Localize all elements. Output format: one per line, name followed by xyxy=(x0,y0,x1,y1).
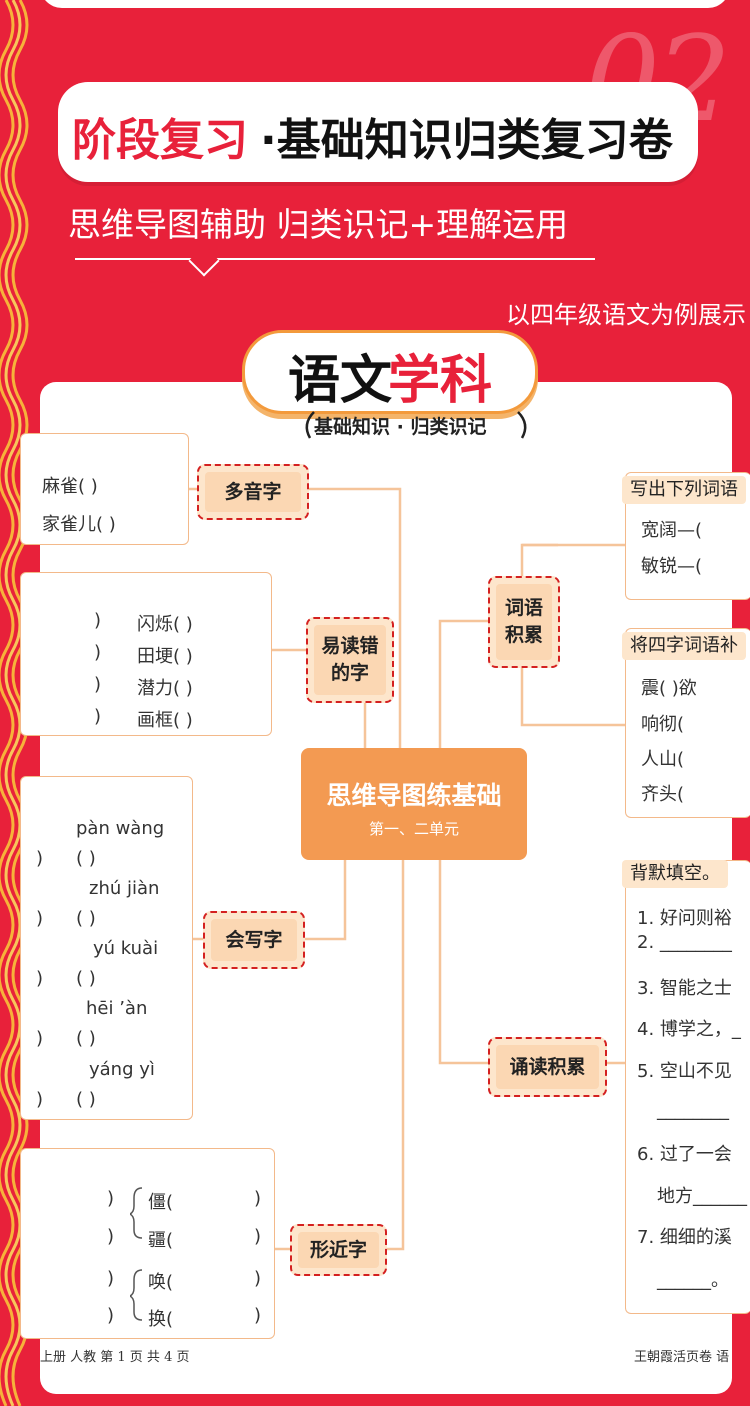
answer-blank: ( ) xyxy=(76,848,96,869)
brace-icon xyxy=(130,1187,143,1321)
node-recite: 诵读积累 xyxy=(488,1037,607,1097)
center-subtitle: 第一、二单元 xyxy=(368,820,459,838)
recite-item: 2. ________ xyxy=(637,932,732,953)
vocab-item: 敏锐—( xyxy=(641,556,703,577)
recite-item: 7. 细细的溪 xyxy=(637,1227,732,1248)
recite-item: 1. 好问则裕 xyxy=(637,908,732,929)
recite-item: 5. 空山不见 xyxy=(637,1061,732,1082)
misread-item: 画框( ) xyxy=(137,710,193,731)
pinyin: pàn wàng xyxy=(76,818,165,839)
pinyin: yú kuài xyxy=(93,938,159,959)
write-left: ) xyxy=(36,1028,44,1049)
similar-left: ) xyxy=(107,1268,115,1289)
vocab-item: 宽阔—( xyxy=(641,520,703,541)
laurel-left-icon xyxy=(305,411,315,439)
example-note: 以四年级语文为例展示 xyxy=(506,301,746,329)
misread-left: ) xyxy=(94,642,102,663)
node-polyphone: 多音字 xyxy=(197,464,309,520)
node-write: 会写字 xyxy=(203,911,305,969)
recite-box xyxy=(625,860,750,1314)
similar-left: ) xyxy=(107,1188,115,1209)
vocab-item: 响彻( xyxy=(641,714,685,735)
subject-label: 语文 xyxy=(288,351,393,411)
subject-label-highlight: 学科 xyxy=(388,351,493,411)
write-box xyxy=(20,776,193,1120)
recite-item: 地方______ xyxy=(657,1186,747,1207)
subject-pill xyxy=(242,330,538,414)
title-highlight: 阶段复习 xyxy=(72,115,248,166)
similar-close: ) xyxy=(254,1188,262,1209)
similar-close: ) xyxy=(254,1226,262,1247)
misread-item: 田埂( ) xyxy=(137,646,193,667)
misread-left: ) xyxy=(94,610,102,631)
polyphone-item: 麻雀( ) xyxy=(42,476,98,497)
similar-char: 唤( xyxy=(148,1272,174,1293)
misread-item: 潜力( ) xyxy=(137,678,193,699)
title-banner xyxy=(58,82,698,182)
recite-blank: ______。 xyxy=(657,1270,729,1291)
answer-blank: ( ) xyxy=(76,1089,96,1110)
pinyin: zhú jiàn xyxy=(89,878,160,899)
center-title: 思维导图练基础 xyxy=(326,781,502,810)
answer-blank: ( ) xyxy=(76,908,96,929)
similar-close: ) xyxy=(254,1268,262,1289)
write-left: ) xyxy=(36,1089,44,1110)
write-left: ) xyxy=(36,848,44,869)
section-ribbon: 基础知识 · 归类识记 xyxy=(314,416,487,438)
recite-item: 6. 过了一会 xyxy=(637,1144,732,1165)
footer-left: 上册 人教 第 1 页 共 4 页 xyxy=(40,1350,190,1365)
write-left: ) xyxy=(36,908,44,929)
recite-item: 3. 智能之士 xyxy=(637,978,732,999)
similar-close: ) xyxy=(254,1305,262,1326)
vocab-header-2: 将四字词语补 xyxy=(622,632,746,660)
similar-char: 疆( xyxy=(148,1230,174,1251)
vocab-item: 齐头( xyxy=(641,784,685,805)
top-card-edge xyxy=(40,0,730,8)
node-vocab: 词语积累 xyxy=(488,576,560,668)
vocab-item: 人山( xyxy=(641,749,685,770)
footer-right: 王朝霞活页卷 语 xyxy=(634,1350,730,1365)
pinyin: hēi ’àn xyxy=(86,998,148,1019)
misread-left: ) xyxy=(94,674,102,695)
recite-item: 4. 博学之，_ xyxy=(637,1019,741,1040)
node-similar: 形近字 xyxy=(290,1224,387,1276)
polyphone-box xyxy=(20,433,189,545)
node-misread: 易读错的字 xyxy=(306,617,394,703)
similar-left: ) xyxy=(107,1305,115,1326)
vocab-header-1: 写出下列词语 xyxy=(622,476,746,504)
similar-char: 僵( xyxy=(148,1192,174,1213)
similar-char: 换( xyxy=(148,1309,174,1330)
center-node: 思维导图练基础 第一、二单元 xyxy=(301,748,527,860)
polyphone-item: 家雀儿( ) xyxy=(42,514,116,535)
similar-left: ) xyxy=(107,1226,115,1247)
laurel-right-icon xyxy=(517,411,527,439)
recite-header: 背默填空。 xyxy=(622,860,728,888)
subtitle: 思维导图辅助 归类识记+理解运用 xyxy=(68,205,569,244)
misread-item: 闪烁( ) xyxy=(137,614,193,635)
title-main: ·基础知识归类复习卷 xyxy=(260,115,673,166)
pinyin: yáng yì xyxy=(89,1059,155,1080)
recite-blank: ________ xyxy=(657,1100,729,1121)
answer-blank: ( ) xyxy=(76,1028,96,1049)
misread-box xyxy=(20,572,272,736)
similar-box xyxy=(20,1148,275,1339)
vocab-item: 震( )欲 xyxy=(641,678,697,699)
divider xyxy=(75,258,595,260)
misread-left: ) xyxy=(94,706,102,727)
answer-blank: ( ) xyxy=(76,968,96,989)
write-left: ) xyxy=(36,968,44,989)
